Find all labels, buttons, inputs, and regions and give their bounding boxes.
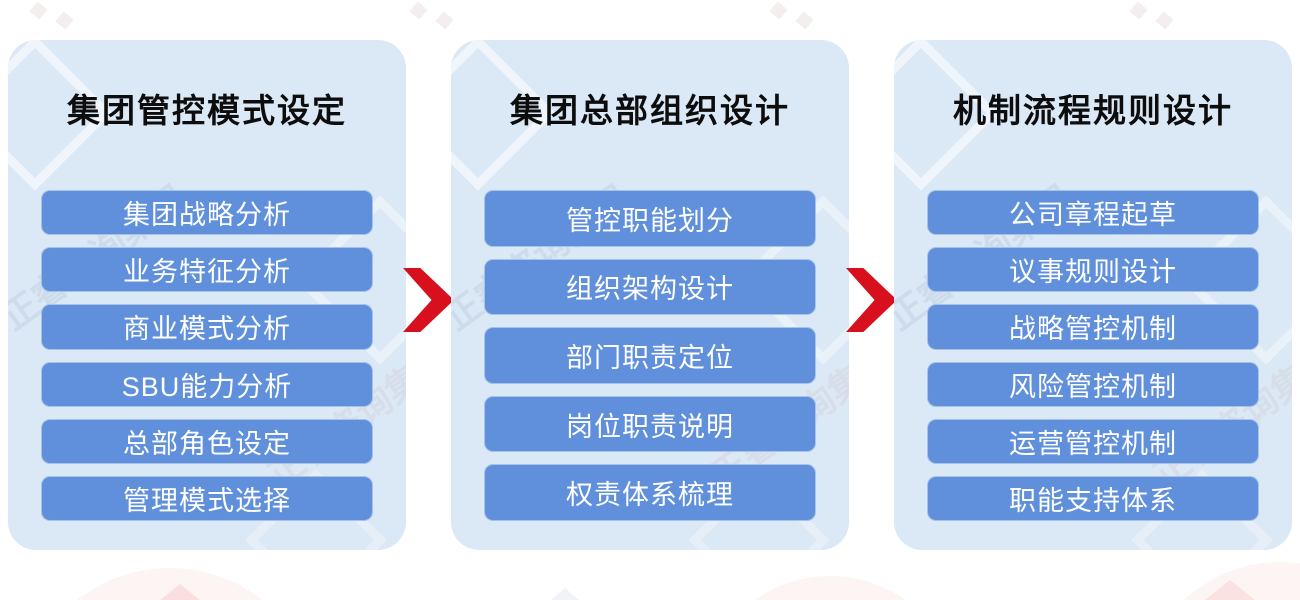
step-item: 集团战略分析 [41, 190, 373, 236]
stage-panel-2: 正睿咨询集团 正睿咨询集团 集团总部组织设计 管控职能划分 组织架构设计 部门职… [451, 40, 849, 550]
edge-watermark-mountain-icon [530, 588, 600, 600]
edge-watermark-mark-icon [795, 11, 814, 30]
step-item: 公司章程起草 [927, 190, 1259, 236]
edge-watermark-stamp [1140, 562, 1300, 600]
step-item: 岗位职责说明 [484, 395, 816, 453]
edge-watermark-mark-icon [1129, 1, 1148, 20]
step-item: 运营管控机制 [927, 418, 1259, 464]
stage-steps: 公司章程起草 议事规则设计 战略管控机制 风险管控机制 运营管控机制 职能支持体… [927, 190, 1259, 522]
stage-title: 集团管控模式设定 [67, 92, 347, 129]
stage-title: 集团总部组织设计 [510, 92, 790, 129]
step-item: SBU能力分析 [41, 361, 373, 407]
process-flow: 正睿咨询集团 正睿咨询集团 集团管控模式设定 集团战略分析 业务特征分析 商业模… [8, 40, 1292, 550]
step-item: 组织架构设计 [484, 258, 816, 316]
flow-arrow-icon [846, 268, 897, 332]
edge-watermark-mark-icon [409, 1, 428, 20]
step-item: 权责体系梳理 [484, 464, 816, 521]
step-item: 业务特征分析 [41, 247, 373, 293]
arrow-gap [403, 40, 454, 550]
step-item: 职能支持体系 [927, 475, 1259, 522]
step-item: 总部角色设定 [41, 418, 373, 464]
edge-watermark-mark-icon [55, 11, 74, 30]
step-item: 商业模式分析 [41, 304, 373, 350]
step-item: 议事规则设计 [927, 247, 1259, 293]
edge-watermark-stamp [700, 576, 960, 600]
edge-watermark-mountain-icon [130, 584, 230, 600]
edge-watermark-mark-icon [435, 11, 454, 30]
stage-panel-3: 正睿咨询集团 正睿咨询集团 机制流程规则设计 公司章程起草 议事规则设计 战略管… [894, 40, 1292, 550]
arrow-gap [846, 40, 897, 550]
edge-watermark-mark-icon [29, 1, 48, 20]
step-item: 管理模式选择 [41, 475, 373, 522]
edge-watermark-stamp [20, 568, 320, 600]
edge-watermark-mark-icon [1155, 11, 1174, 30]
stage-title: 机制流程规则设计 [953, 92, 1233, 129]
step-item: 风险管控机制 [927, 361, 1259, 407]
step-item: 管控职能划分 [484, 190, 816, 247]
edge-watermark-mark-icon [769, 1, 788, 20]
stage-steps: 管控职能划分 组织架构设计 部门职责定位 岗位职责说明 权责体系梳理 [484, 190, 816, 521]
stage-steps: 集团战略分析 业务特征分析 商业模式分析 SBU能力分析 总部角色设定 管理模式… [41, 190, 373, 522]
step-item: 战略管控机制 [927, 304, 1259, 350]
stage-panel-1: 正睿咨询集团 正睿咨询集团 集团管控模式设定 集团战略分析 业务特征分析 商业模… [8, 40, 406, 550]
step-item: 部门职责定位 [484, 327, 816, 384]
edge-watermark-mountain-icon [1185, 580, 1275, 600]
flow-arrow-icon [403, 268, 454, 332]
